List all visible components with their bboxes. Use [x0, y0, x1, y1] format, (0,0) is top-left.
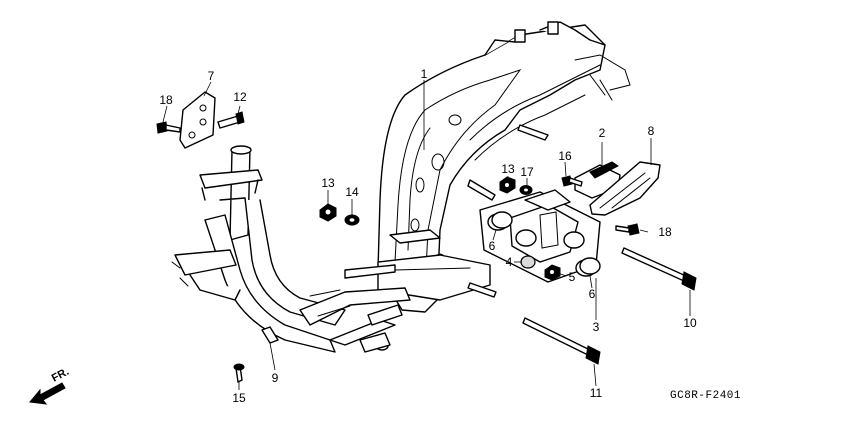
callout-6-left: 6 [489, 239, 496, 253]
bolt-12 [217, 111, 245, 129]
callout-4: 4 [506, 255, 513, 269]
main-frame [344, 21, 631, 313]
bolt-11 [522, 317, 601, 365]
callout-5: 5 [569, 270, 576, 284]
front-direction-arrow-icon [29, 382, 66, 405]
bushing-6-left [487, 211, 513, 231]
callout-1: 1 [421, 67, 428, 81]
callout-12: 12 [233, 90, 247, 104]
front-frame-tube [171, 145, 411, 353]
callout-3: 3 [593, 320, 600, 334]
callout-8: 8 [648, 124, 655, 138]
leader-lines [162, 80, 691, 390]
callout-11: 11 [590, 386, 603, 400]
bolt-18-left [156, 121, 181, 134]
guard-8 [589, 161, 661, 216]
bolt-10 [621, 247, 697, 291]
callout-6-right: 6 [589, 287, 596, 301]
bolt-15 [233, 363, 245, 383]
callout-17: 17 [520, 165, 534, 179]
bushing-6-right [575, 257, 601, 277]
callout-9: 9 [272, 371, 279, 385]
collar-4 [520, 255, 536, 269]
callout-13-right: 13 [501, 162, 515, 176]
callout-2: 2 [599, 126, 606, 140]
callout-18-left: 18 [159, 93, 173, 107]
callout-13-left: 13 [321, 176, 335, 190]
nut-5 [544, 264, 561, 281]
nut-13-left [319, 203, 337, 222]
callout-15: 15 [232, 391, 246, 405]
callout-18-right: 18 [658, 225, 672, 239]
bolt-16 [561, 175, 583, 187]
bracket-7 [179, 91, 216, 149]
callout-10: 10 [683, 316, 697, 330]
diagram-code: GC8R-F2401 [670, 390, 741, 402]
washer-14 [344, 214, 360, 226]
nut-13-right [499, 176, 516, 194]
direction-label: FR. [50, 366, 71, 385]
callout-7: 7 [208, 69, 215, 83]
clip-9 [261, 326, 279, 344]
bolt-18-right [615, 223, 640, 236]
washer-17 [519, 185, 533, 195]
callout-14: 14 [345, 185, 359, 199]
callout-16: 16 [558, 149, 572, 163]
